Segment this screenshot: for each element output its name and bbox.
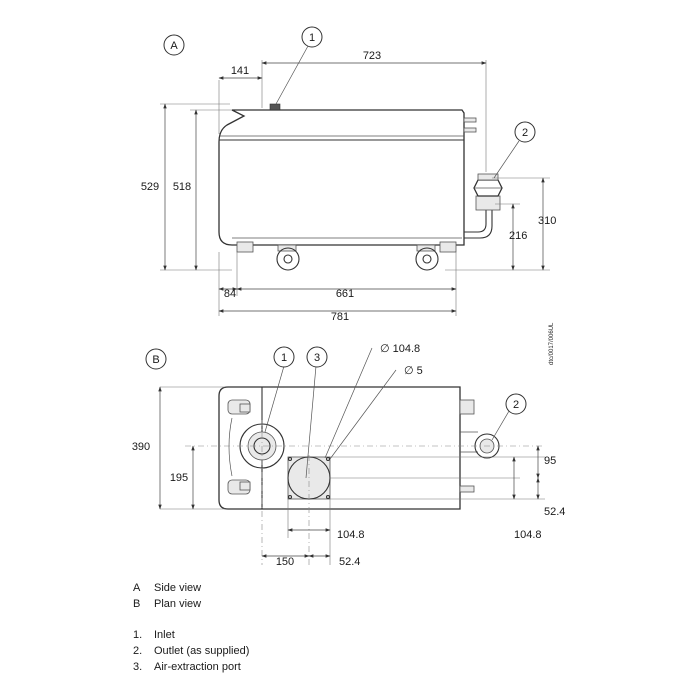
dim-310: 310	[538, 215, 556, 227]
callout-1-leader-side	[275, 45, 309, 105]
side-rear-peg-2	[463, 127, 477, 133]
legend-row-outlet: 2. Outlet (as supplied)	[133, 643, 249, 659]
legend-label: Plan view	[154, 598, 202, 610]
dim-84: 84	[224, 288, 236, 300]
legend-key: 1.	[133, 629, 143, 641]
dim-390: 390	[132, 441, 150, 453]
legend-key: 2.	[133, 645, 143, 657]
plan-pump-body	[218, 386, 461, 510]
view-b-tag: B	[145, 348, 167, 370]
callout-inlet-side: 1	[301, 26, 323, 48]
dim-104-8-right: 104.8	[514, 529, 542, 541]
side-pump-body	[218, 109, 465, 246]
dim-195: 195	[170, 472, 188, 484]
svg-text:2: 2	[522, 127, 528, 139]
plan-rear-peg	[459, 485, 475, 493]
plan-endcap-curve	[228, 417, 233, 477]
callout-outlet-side: 2	[514, 121, 536, 143]
side-outlet-assembly	[464, 173, 503, 239]
callout-outlet-plan: 2	[505, 393, 527, 415]
view-a-tag-label: A	[170, 40, 178, 52]
dim-141: 141	[231, 65, 249, 77]
legend-label: Side view	[154, 582, 202, 594]
dim-529: 529	[141, 181, 159, 193]
callout-2-leader-plan	[491, 410, 510, 441]
legend-items: 1. Inlet 2. Outlet (as supplied) 3. Air-…	[133, 627, 249, 675]
side-wheel-right	[415, 244, 439, 271]
svg-text:1: 1	[281, 352, 287, 364]
dim-95: 95	[544, 455, 556, 467]
callout-2-leader-side	[493, 140, 520, 179]
callout-inlet-plan: 1	[273, 346, 295, 368]
legend-key: B	[133, 598, 141, 610]
diameter-leader	[324, 347, 373, 459]
legend-key: A	[133, 582, 141, 594]
plan-endcap-tab-1	[239, 403, 251, 413]
dim-723: 723	[363, 50, 381, 62]
svg-text:1: 1	[309, 32, 315, 44]
legend-views: A Side view B Plan view	[133, 580, 201, 612]
dim-661: 661	[336, 288, 354, 300]
side-foot-left	[236, 241, 254, 253]
legend-label: Air-extraction port	[154, 661, 241, 673]
legend-label: Inlet	[154, 629, 175, 641]
svg-text:2: 2	[513, 399, 519, 411]
legend-label: Outlet (as supplied)	[154, 645, 250, 657]
dim-52-4-right: 52.4	[544, 506, 565, 518]
legend-row-inlet: 1. Inlet	[133, 627, 249, 643]
legend-key: 3.	[133, 661, 143, 673]
view-a-tag: A	[163, 34, 185, 56]
svg-text:3: 3	[314, 352, 320, 364]
dim-52-4-bottom: 52.4	[339, 556, 360, 568]
dim-diameter-104-8: ∅ 104.8	[380, 343, 420, 355]
plan-view: B	[132, 343, 566, 568]
side-inlet-flange	[269, 103, 281, 111]
drawing-reference: dtc/0017/006UL	[549, 322, 555, 365]
dim-104-8-bottom: 104.8	[337, 529, 365, 541]
legend-row-plan-view: B Plan view	[133, 596, 201, 612]
hole-leader	[329, 369, 397, 460]
dim-216: 216	[509, 230, 527, 242]
callout-3-leader-plan	[305, 365, 317, 479]
plan-endcap-tab-2	[239, 481, 251, 491]
side-wheel-left	[276, 244, 300, 271]
dim-hole-5: ∅ 5	[404, 365, 423, 377]
plan-rear-fitting-top	[459, 399, 475, 415]
view-b-tag-label: B	[152, 354, 159, 366]
legend-row-air-extraction: 3. Air-extraction port	[133, 659, 249, 675]
side-view: A	[141, 26, 556, 323]
dim-150: 150	[276, 556, 294, 568]
side-foot-right	[439, 241, 457, 253]
callout-1-leader-plan	[264, 365, 285, 433]
legend-row-side-view: A Side view	[133, 580, 201, 596]
dim-518: 518	[173, 181, 191, 193]
dim-781: 781	[331, 311, 349, 323]
callout-air-extraction-plan: 3	[306, 346, 328, 368]
side-rear-peg-1	[463, 117, 477, 123]
